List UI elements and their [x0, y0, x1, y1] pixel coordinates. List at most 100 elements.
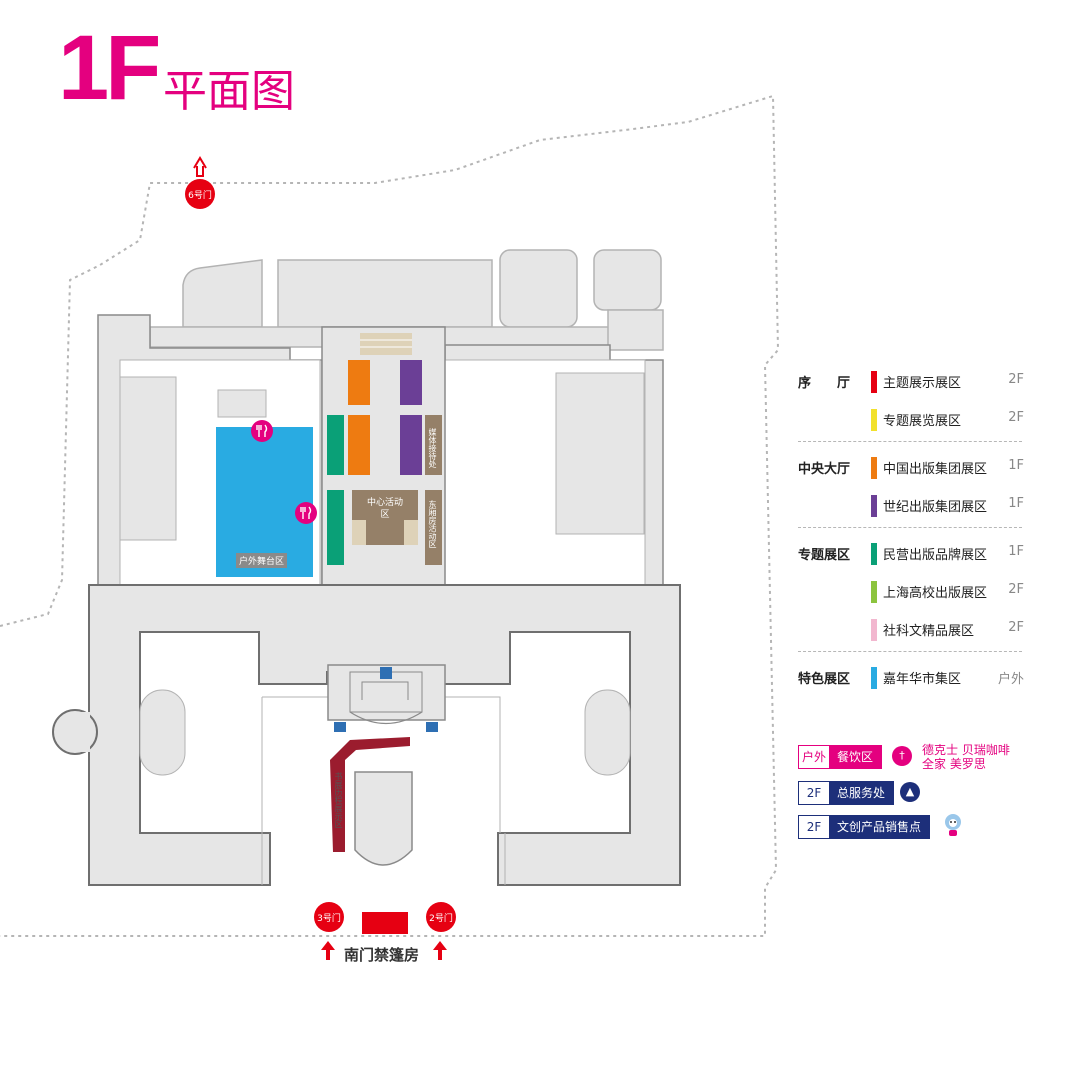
legend-floor: 2F — [1008, 582, 1024, 597]
restroom-icon — [334, 722, 346, 732]
west-small-room — [217, 389, 267, 418]
gate-2-marker — [426, 902, 456, 932]
book-history-label: 书展历程展示区 — [334, 772, 343, 828]
fork-knife-icon — [251, 420, 273, 442]
legend-floor: 1F — [1008, 496, 1024, 511]
north-east-block — [607, 309, 664, 351]
legend-row: 上海高校出版展区 2F — [798, 575, 1026, 613]
legend-row: 序 厅 主题展示展区 2F — [798, 365, 1026, 403]
center-activity-label: 中心活动区 — [364, 497, 406, 521]
center-activity-text: 中心活动区 — [366, 498, 403, 520]
floor-number: 1F — [58, 17, 161, 119]
legend-label: 上海高校出版展区 — [883, 586, 988, 601]
legend-floor: 2F — [1008, 620, 1024, 635]
south-gate-tent-block — [362, 912, 408, 934]
stall-green-2 — [327, 490, 344, 565]
entrance-stairs — [361, 681, 409, 700]
legend-color-bar — [871, 409, 877, 431]
legend-floor: 户外 — [997, 672, 1024, 687]
east-wing-activity-label: 东厢房活动区 — [428, 500, 437, 548]
north-block-3 — [499, 249, 578, 328]
legend-label: 中国出版集团展区 — [883, 462, 988, 477]
south-tower — [354, 771, 413, 866]
legend-category: 中央大厅 — [798, 462, 851, 477]
legend-category: 专题展区 — [798, 548, 851, 563]
legend-floor: 1F — [1008, 458, 1024, 473]
gate-3-marker — [314, 902, 344, 932]
fork-knife-icon — [295, 502, 317, 524]
north-block-4 — [593, 249, 662, 311]
up-arrow-icon — [321, 941, 335, 960]
service-desk-icon: ▲ — [900, 782, 920, 802]
legend-color-bar — [871, 457, 877, 479]
legend-label: 世纪出版集团展区 — [883, 500, 988, 515]
legend-label: 主题展示展区 — [883, 376, 962, 391]
legend-label: 嘉年华市集区 — [883, 672, 962, 687]
food-vendors: 德克士 贝瑞咖啡 全家 美罗思 — [922, 743, 1010, 771]
legend-color-bar — [871, 495, 877, 517]
legend-color-bar — [871, 543, 877, 565]
west-rotunda-joint — [78, 712, 90, 752]
legend-label: 民营出版品牌展区 — [883, 548, 988, 563]
west-room — [119, 376, 177, 541]
legend-color-bar — [871, 581, 877, 603]
legend-floor: 2F — [1008, 372, 1024, 387]
east-wing-activity-area — [425, 490, 442, 565]
central-stair-top — [360, 333, 412, 355]
legend-color-bar — [871, 371, 877, 393]
stall-purple-2 — [400, 415, 422, 475]
legend: 序 厅 主题展示展区 2F 专题展览展区 2F 中央大厅 中国出版集团展区 1F… — [798, 365, 1026, 699]
media-reception-area — [425, 415, 442, 475]
legend-divider — [798, 527, 1022, 528]
legend-row: 特色展区 嘉年华市集区 户外 — [798, 661, 1026, 699]
stall-orange-1 — [348, 360, 370, 405]
stall-green-1 — [327, 415, 344, 475]
site-boundary — [0, 94, 780, 937]
up-arrow-icon — [193, 156, 207, 177]
entrance-arc — [349, 711, 423, 724]
gate-6-label: 6号门 — [188, 191, 212, 201]
gate-2-label: 2号门 — [429, 914, 453, 924]
legend-row: 专题展区 民营出版品牌展区 1F — [798, 537, 1026, 575]
legend-label: 专题展览展区 — [883, 414, 962, 429]
legend-category: 序 厅 — [798, 376, 851, 391]
legend-divider — [798, 441, 1022, 442]
legend-floor: 1F — [1008, 544, 1024, 559]
center-stair-left — [352, 520, 366, 545]
service-floor: 2F — [799, 816, 829, 838]
legend-row: 社科文精品展区 2F — [798, 613, 1026, 651]
north-block-2 — [277, 259, 493, 328]
service-floor: 户外 — [799, 746, 829, 768]
east-room — [555, 372, 645, 535]
gate-6-marker — [185, 179, 215, 209]
food-vendors-line1: 德克士 贝瑞咖啡 — [922, 743, 1010, 757]
outdoor-stage-area — [216, 427, 313, 577]
service-name: 总服务处 — [829, 782, 894, 804]
gate-3-label: 3号门 — [317, 914, 341, 924]
service-name: 文创产品销售点 — [829, 816, 930, 838]
legend-color-bar — [871, 619, 877, 641]
stall-orange-2 — [348, 415, 370, 475]
outdoor-stage-label: 户外舞台区 — [236, 553, 288, 568]
fork-knife-icon: † — [892, 746, 912, 766]
legend-row: 专题展览展区 2F — [798, 403, 1026, 441]
book-history-area — [330, 737, 410, 852]
legend-souvenir: 2F 文创产品销售点 — [798, 812, 1028, 841]
south-courtyard-east — [440, 696, 501, 833]
food-vendors-line2: 全家 美罗思 — [922, 757, 986, 771]
legend-category: 特色展区 — [798, 672, 851, 687]
legend-service-food: 户外 餐饮区 † 德克士 贝瑞咖啡 全家 美罗思 — [798, 743, 1028, 771]
media-reception-label: 媒体接待处 — [428, 428, 437, 468]
restroom-icon — [426, 722, 438, 732]
west-inner-oval — [139, 689, 186, 776]
legend-label: 社科文精品展区 — [883, 624, 975, 639]
restroom-icon — [380, 667, 392, 679]
legend-row: 世纪出版集团展区 1F — [798, 489, 1026, 527]
south-courtyard-west — [261, 696, 330, 833]
north-block-1 — [182, 259, 263, 328]
center-stair-right — [404, 520, 418, 545]
mascot-icon — [943, 812, 963, 838]
up-arrow-icon — [433, 941, 447, 960]
floor-plan-subtitle: 平面图 — [163, 66, 295, 117]
